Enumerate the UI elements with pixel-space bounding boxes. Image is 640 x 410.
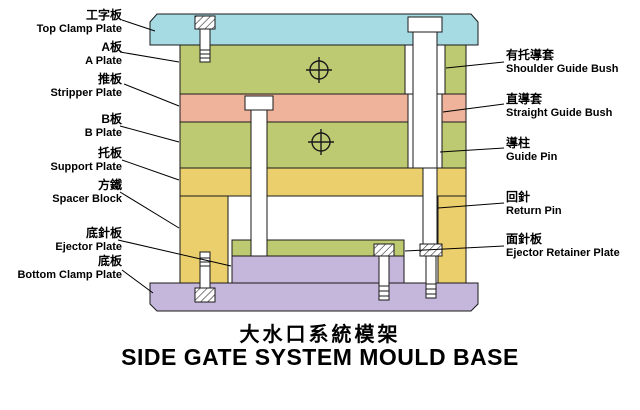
center-pin-head-shape (244, 95, 274, 111)
bottom-left-screw (194, 251, 216, 303)
label-en: Guide Pin (506, 151, 558, 163)
label-en: Support Plate (50, 161, 122, 173)
label-cn: 導柱 (506, 136, 531, 150)
label-cn: 回針 (506, 190, 531, 204)
label-cn: 底針板 (85, 226, 122, 240)
support-plate-shape (179, 167, 467, 197)
screw-hole-symbol-upper (306, 57, 332, 83)
label-straight-guide-bush: 直導套 Straight Guide Bush (506, 92, 640, 120)
label-spacer-block: 方鐵 Spacer Block (0, 178, 122, 206)
label-en: Top Clamp Plate (36, 23, 122, 35)
label-en: A Plate (85, 55, 122, 67)
screw-hole-symbol-lower (308, 129, 334, 155)
label-stripper-plate: 推板 Stripper Plate (0, 72, 122, 100)
top-clamp-plate-shape (149, 13, 479, 46)
label-cn: 有托導套 (506, 48, 555, 62)
center-pin-shaft-shape (250, 109, 268, 257)
label-en: Spacer Block (52, 193, 122, 205)
title-chinese: 大水口系統模架 (239, 324, 401, 346)
label-cn: B板 (101, 112, 122, 126)
label-en: Stripper Plate (50, 87, 122, 99)
label-en: Straight Guide Bush (506, 107, 613, 119)
title-english: SIDE GATE SYSTEM MOULD BASE (121, 344, 519, 370)
label-support-plate: 托板 Support Plate (0, 146, 122, 174)
label-en: B Plate (84, 127, 122, 139)
label-shoulder-guide-bush: 有托導套 Shoulder Guide Bush (506, 48, 640, 76)
label-a-plate: A板 A Plate (0, 40, 122, 68)
label-guide-pin: 導柱 Guide Pin (506, 136, 640, 164)
label-en: Shoulder Guide Bush (506, 63, 619, 75)
label-b-plate: B板 B Plate (0, 112, 122, 140)
label-bottom-clamp-plate: 底板 Bottom Clamp Plate (0, 254, 122, 282)
label-cn: 底板 (97, 254, 122, 268)
guide-pin-head-shape (407, 16, 443, 33)
label-return-pin: 回針 Return Pin (506, 190, 640, 218)
ejector-screw-middle (373, 243, 395, 301)
label-ejector-retainer-plate: 面針板 Ejector Retainer Plate (506, 232, 640, 260)
label-cn: 推板 (97, 72, 122, 86)
label-cn: 工字板 (85, 8, 122, 22)
bottom-clamp-plate-shape (149, 282, 479, 312)
label-en: Bottom Clamp Plate (17, 269, 122, 281)
label-en: Ejector Retainer Plate (506, 247, 620, 259)
label-en: Ejector Plate (55, 241, 122, 253)
label-cn: A板 (101, 40, 122, 54)
guide-pin-shaft-shape (412, 31, 438, 169)
label-cn: 方鐵 (97, 178, 122, 192)
label-top-clamp-plate: 工字板 Top Clamp Plate (0, 8, 122, 36)
spacer-block-right-shape (437, 195, 467, 284)
label-cn: 托板 (97, 146, 122, 160)
label-en: Return Pin (506, 205, 562, 217)
return-pin-shape (422, 167, 438, 245)
leader-lines (117, 19, 505, 294)
ejector-plate-shape (231, 255, 405, 284)
top-screw (194, 15, 216, 63)
label-cn: 面針板 (506, 232, 543, 246)
label-cn: 直導套 (506, 92, 543, 106)
label-ejector-plate: 底針板 Ejector Plate (0, 226, 122, 254)
